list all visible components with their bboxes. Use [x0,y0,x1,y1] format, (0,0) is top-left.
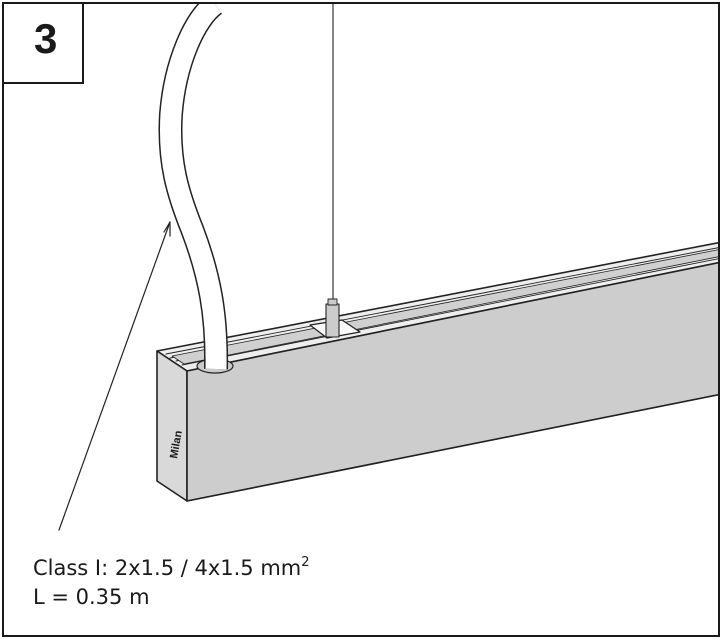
step-badge: 3 [4,4,84,84]
squared-superscript: 2 [301,555,310,570]
diffuser-slot [171,249,718,365]
leader-line [58,221,171,531]
wire-gripper [325,303,340,338]
cable-specification: Class I: 2x1.5 / 4x1.5 mm2 L = 0.35 m [33,554,310,612]
profile-front-face [186,261,718,502]
cable-class-line: Class I: 2x1.5 / 4x1.5 mm2 [33,554,310,583]
cable-length-line: L = 0.35 m [33,585,150,609]
cable-class-text: Class I: 2x1.5 / 4x1.5 mm [33,556,302,580]
luminaire-illustration: Milan [58,4,718,531]
profile-end-cap [156,350,188,502]
step-number: 3 [34,15,58,62]
brand-logo: Milan [168,429,185,459]
leader-arrowhead [163,221,171,237]
